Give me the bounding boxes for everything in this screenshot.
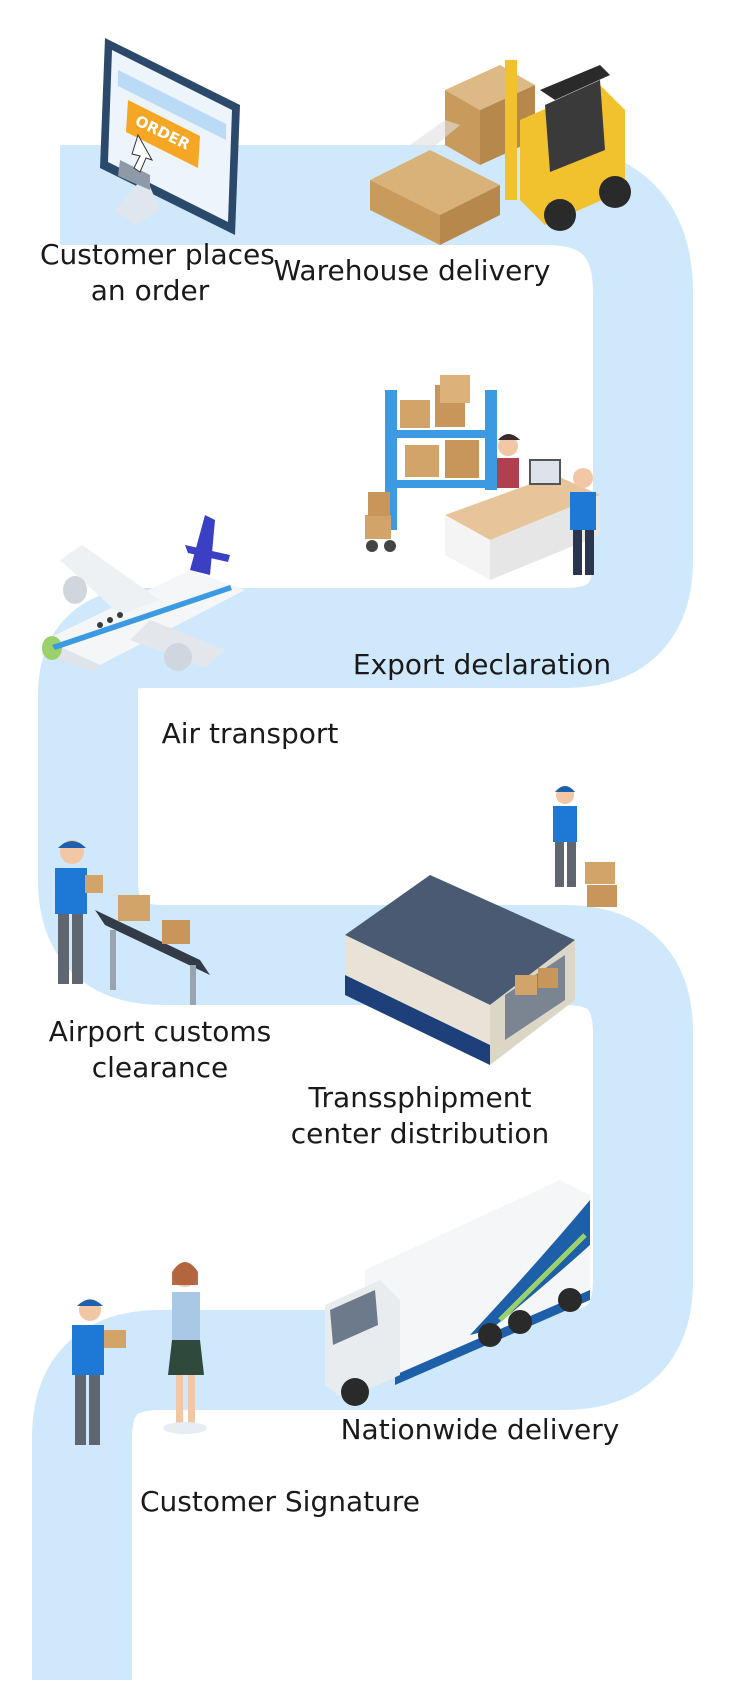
transshipment-warehouse-icon xyxy=(345,786,617,1065)
step-label-line: center distribution xyxy=(290,1117,550,1150)
step-label-transshipment-center: Transsphipment center distribution xyxy=(285,1080,555,1152)
step-label-line: Nationwide delivery xyxy=(340,1413,620,1446)
step-label-line: Air transport xyxy=(161,717,339,750)
step-label-line: clearance xyxy=(91,1051,229,1084)
step-label-customer-places-order: Customer places an order xyxy=(40,237,275,309)
order-monitor-icon: ORDER xyxy=(100,38,240,235)
step-label-line: Airport customs xyxy=(48,1015,272,1048)
step-label-line: Export declaration xyxy=(352,648,612,681)
customs-conveyor-icon xyxy=(55,840,210,1005)
flow-path xyxy=(32,145,693,1680)
step-label-airport-customs-clearance: Airport customs clearance xyxy=(45,1014,275,1086)
step-label-warehouse-delivery: Warehouse delivery xyxy=(272,253,552,289)
step-label-line: Warehouse delivery xyxy=(273,254,551,287)
step-label-line: Transsphipment xyxy=(308,1081,532,1114)
delivery-truck-icon xyxy=(325,1180,590,1406)
forklift-warehouse-icon xyxy=(370,60,631,245)
signature-handover-icon xyxy=(72,1262,207,1445)
step-label-line: Customer places xyxy=(40,238,275,271)
step-label-export-declaration: Export declaration xyxy=(352,647,612,683)
step-label-line: Customer Signature xyxy=(140,1485,420,1518)
step-label-air-transport: Air transport xyxy=(155,716,345,752)
airplane-icon xyxy=(42,515,245,672)
step-label-customer-signature: Customer Signature xyxy=(140,1484,420,1520)
step-label-line: an order xyxy=(90,274,210,307)
export-counter-icon xyxy=(365,375,600,580)
step-label-nationwide-delivery: Nationwide delivery xyxy=(340,1412,620,1448)
